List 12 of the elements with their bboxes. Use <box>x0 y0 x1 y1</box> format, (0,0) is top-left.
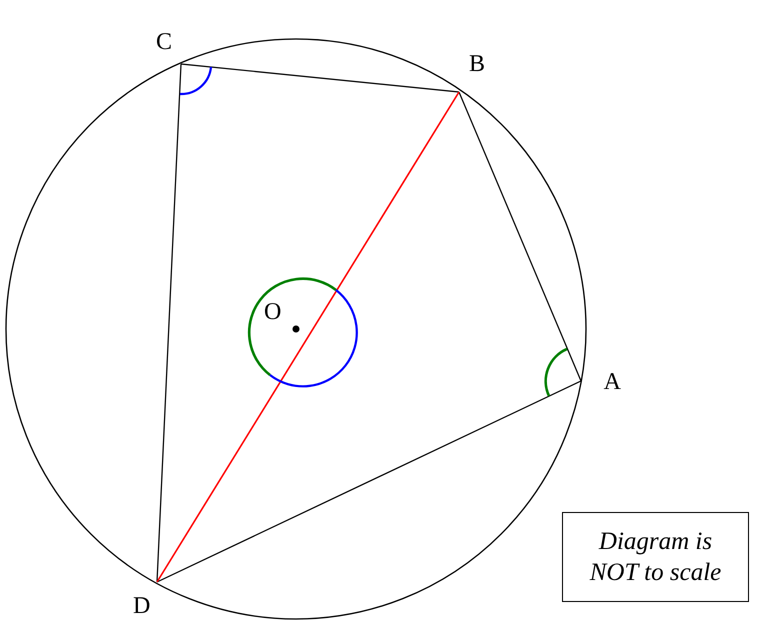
line-segment <box>156 380 582 583</box>
line-segment <box>156 92 460 582</box>
line-segment <box>458 92 582 382</box>
note-text: Diagram is NOT to scale <box>588 527 722 588</box>
line-segment <box>156 64 182 582</box>
vertex-label: B <box>468 52 485 76</box>
line-segment <box>180 63 460 93</box>
note-box <box>562 512 749 602</box>
vertex-label: A <box>604 370 621 394</box>
vertex-label: D <box>133 594 150 618</box>
point-label: O <box>264 300 282 324</box>
vertex-label: C <box>156 30 172 54</box>
